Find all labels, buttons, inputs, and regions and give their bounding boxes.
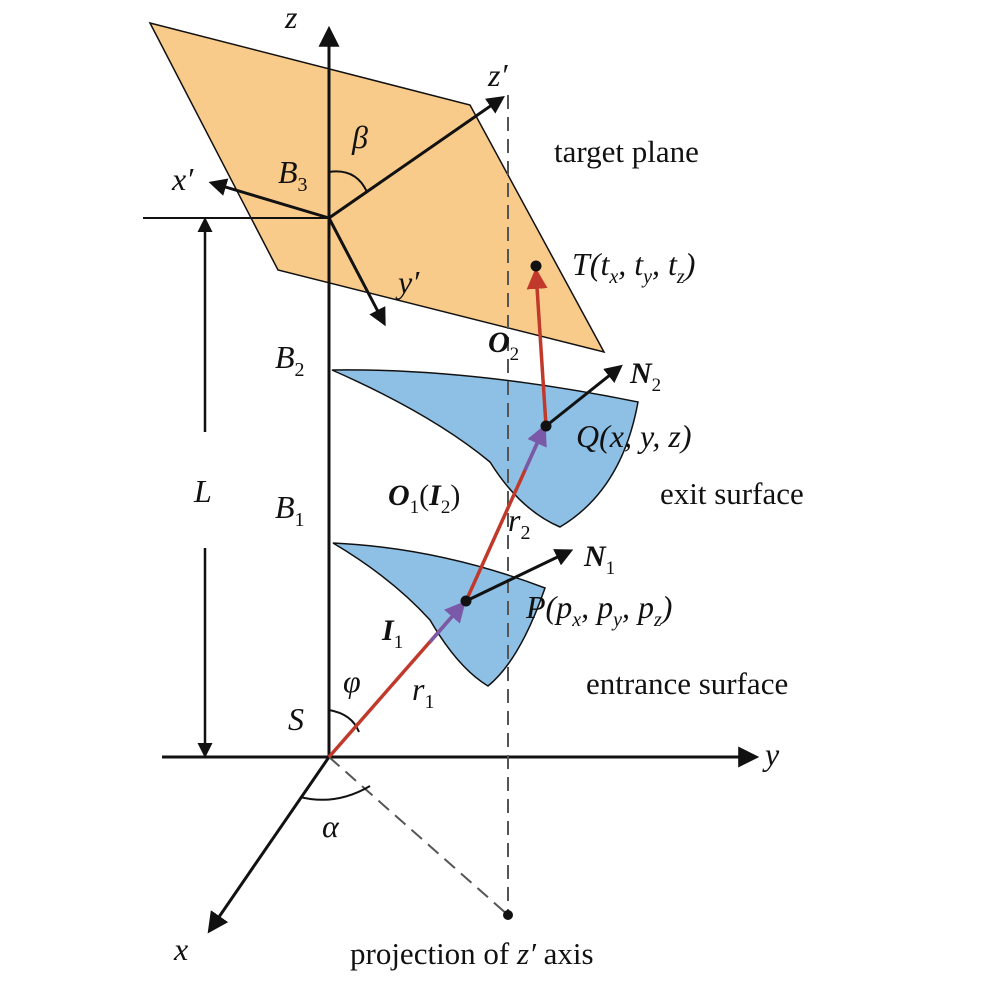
projection-point	[503, 910, 513, 920]
label-z-prime: z′	[487, 57, 508, 93]
label-q: Q(x, y, z)	[576, 418, 692, 454]
ray-r2-arrow	[523, 424, 547, 471]
y-prime-axis	[327, 217, 386, 327]
normal-n1	[465, 549, 574, 603]
ray-r1-arrow	[428, 600, 466, 644]
label-o2: O2	[488, 326, 519, 365]
normal-n2	[545, 364, 623, 428]
z-prime-axis	[328, 95, 505, 220]
label-phi: φ	[343, 663, 361, 699]
label-b1: B1	[275, 489, 305, 531]
beta-arc	[328, 170, 368, 193]
label-n2: N2	[629, 357, 661, 396]
alpha-arc	[299, 785, 371, 801]
x-axis	[207, 756, 331, 934]
exit-surface-shape	[331, 369, 639, 528]
label-o1-i2: O1(I2)	[388, 479, 460, 518]
label-y: y	[762, 736, 780, 772]
z-prime-projection-ground	[328, 756, 509, 916]
ray-r3	[526, 267, 548, 427]
label-beta: β	[351, 119, 368, 155]
label-y-prime: y′	[395, 264, 420, 300]
point-t	[530, 260, 542, 272]
target-plane-caption: target plane	[554, 134, 699, 169]
label-n1: N1	[583, 540, 615, 579]
point-q	[540, 420, 552, 432]
phi-arc	[328, 709, 360, 733]
entrance-surface-caption: entrance surface	[586, 666, 788, 701]
label-b2: B2	[275, 339, 305, 381]
exit-surface-caption: exit surface	[660, 476, 804, 511]
label-r2: r2	[508, 502, 530, 544]
label-z: z	[284, 0, 298, 35]
label-alpha: α	[322, 808, 340, 844]
label-p: P(px, py, pz)	[525, 589, 672, 631]
target-plane-shape	[148, 21, 606, 354]
projection-caption: projection of z′ axis	[350, 936, 594, 971]
label-l: L	[193, 473, 212, 509]
label-x-prime: x′	[171, 161, 194, 197]
label-b3: B3	[278, 154, 308, 196]
label-s: S	[288, 701, 304, 737]
point-p	[460, 595, 472, 607]
label-r1: r1	[412, 671, 434, 713]
entrance-surface-shape	[332, 542, 546, 687]
label-x: x	[173, 931, 188, 967]
label-t: T(tx, ty, tz)	[572, 246, 695, 288]
label-i1: I1	[381, 614, 403, 653]
x-prime-axis	[208, 178, 330, 220]
